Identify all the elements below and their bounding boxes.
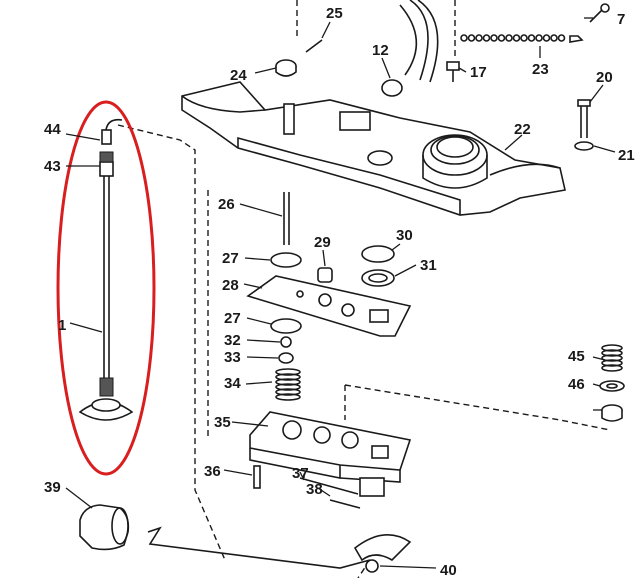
label-27-lower: 27 xyxy=(224,310,241,327)
part-27-gasket-upper xyxy=(270,252,302,268)
label-26: 26 xyxy=(218,196,235,213)
part-1-pickup-tube xyxy=(78,118,134,421)
label-43: 44 xyxy=(44,121,61,138)
label-22: 22 xyxy=(514,121,531,138)
label-37: 37 xyxy=(292,465,309,482)
part-33-retainer xyxy=(278,352,294,364)
part-30-ring xyxy=(361,245,395,263)
part-23-bead-chain xyxy=(460,34,584,43)
chain-bead xyxy=(520,34,528,42)
label-44: 45 xyxy=(568,348,585,365)
part-21-washer xyxy=(574,141,594,151)
chain-bead xyxy=(490,34,498,42)
chain-bead xyxy=(475,34,483,42)
label-28: 28 xyxy=(222,277,239,294)
label-31: 31 xyxy=(420,257,437,274)
part-20-screw xyxy=(577,99,591,138)
spring-coil xyxy=(601,354,623,362)
label-33: 33 xyxy=(224,349,241,366)
part-labels: 44 43 1 25 24 12 17 23 7 20 21 22 26 27 … xyxy=(44,5,635,578)
part-38-pin xyxy=(329,499,361,509)
part-44-spring xyxy=(601,344,623,372)
part-37-shaft xyxy=(299,477,359,495)
label-39: 39 xyxy=(44,479,61,496)
label-32: 32 xyxy=(224,332,241,349)
part-36-screw xyxy=(253,465,261,489)
spring-coil xyxy=(275,393,301,401)
part-24-plug xyxy=(275,59,297,77)
label-45: 46 xyxy=(568,376,585,393)
part-26-rod xyxy=(283,192,290,245)
part-45-washer xyxy=(599,380,625,392)
label-35: 35 xyxy=(214,414,231,431)
chain-bead xyxy=(512,34,521,42)
label-42: 43 xyxy=(44,158,61,175)
spring-coil xyxy=(601,359,623,367)
part-29-cap xyxy=(317,267,333,283)
label-29: 29 xyxy=(314,234,331,251)
label-23: 23 xyxy=(532,61,549,78)
label-24: 24 xyxy=(230,67,247,84)
label-1: 1 xyxy=(58,317,66,334)
part-28-plate xyxy=(246,275,412,337)
chain-bead xyxy=(527,34,536,42)
label-25: 25 xyxy=(326,5,343,22)
chain-bead xyxy=(497,34,506,42)
chain-bead xyxy=(535,34,543,42)
spring-coil xyxy=(275,388,301,396)
part-27-gasket-lower xyxy=(270,318,302,334)
label-17: 17 xyxy=(470,64,487,81)
chain-clip xyxy=(569,35,584,43)
chain-bead xyxy=(505,34,513,42)
part-35-pump-body xyxy=(249,411,412,497)
part-39-filter xyxy=(79,504,130,551)
label-7: 7 xyxy=(617,11,625,28)
label-36: 36 xyxy=(204,463,221,480)
part-32-ball xyxy=(280,336,292,348)
spring-coil xyxy=(275,373,301,381)
spring-coil xyxy=(601,344,623,352)
part-34-spring xyxy=(275,368,301,401)
part-46-nut xyxy=(601,404,623,422)
label-27-upper: 27 xyxy=(222,250,239,267)
label-20: 20 xyxy=(596,69,613,86)
label-34: 34 xyxy=(224,375,241,392)
leader-lines xyxy=(65,17,616,569)
chain-bead xyxy=(542,34,551,42)
assembly-guide-lines xyxy=(117,0,611,578)
part-25-pin xyxy=(305,39,323,53)
chain-bead xyxy=(467,34,476,42)
chain-bead xyxy=(557,34,566,42)
part-12-hoses xyxy=(381,0,439,97)
spring-coil xyxy=(601,364,623,372)
spring-coil xyxy=(601,349,623,357)
part-40-link xyxy=(147,526,412,573)
label-38: 38 xyxy=(306,481,323,498)
label-12: 12 xyxy=(372,42,389,59)
label-21: 21 xyxy=(618,147,635,164)
label-40: 40 xyxy=(440,562,457,578)
spring-coil xyxy=(275,378,301,386)
chain-bead xyxy=(460,34,468,42)
spring-coil xyxy=(275,383,301,391)
part-22-top-housing xyxy=(181,81,566,216)
chain-bead xyxy=(482,34,491,42)
label-30: 30 xyxy=(396,227,413,244)
part-7-bolt xyxy=(589,3,610,23)
chain-bead xyxy=(550,34,558,42)
highlight-ellipse xyxy=(56,100,156,476)
part-17-screw xyxy=(446,61,460,82)
spring-coil xyxy=(275,368,301,376)
part-31-seal xyxy=(361,269,395,287)
